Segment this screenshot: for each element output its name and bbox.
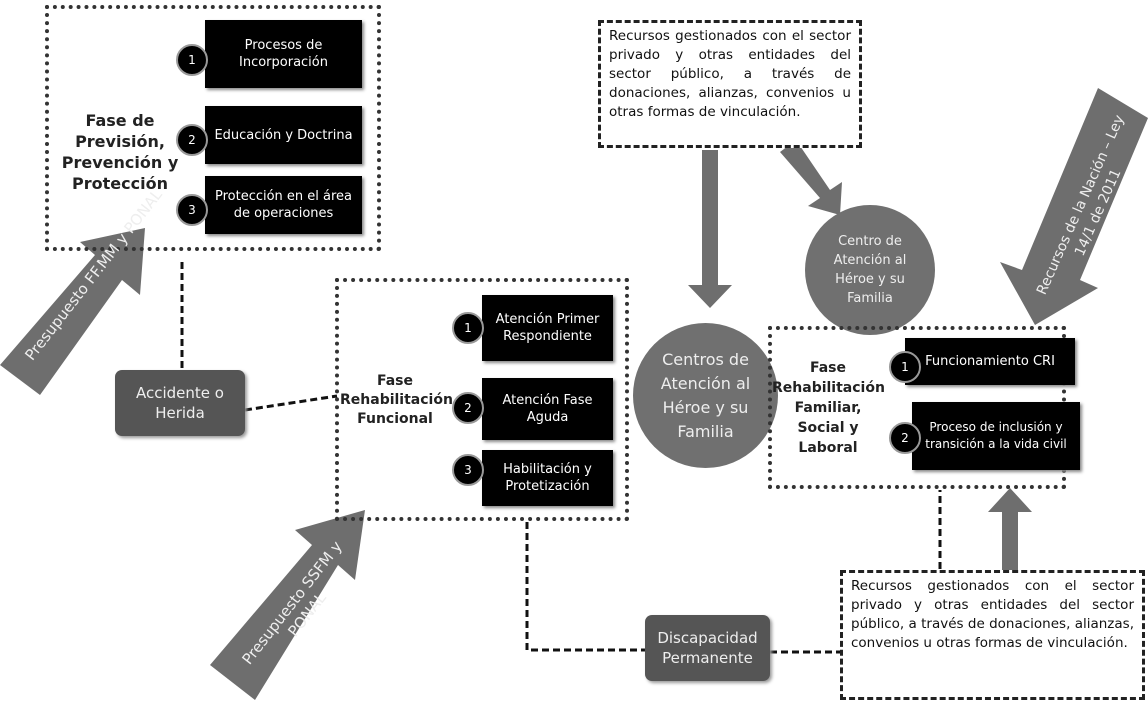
phase-prevision-label: Fase de Previsión, Prevención y Protecci… xyxy=(61,111,179,193)
number-badge: 1 xyxy=(452,312,484,344)
accidente-box: Accidente o Herida xyxy=(115,370,245,436)
arrow-ffmm xyxy=(0,228,145,395)
number-badge: 3 xyxy=(176,194,208,226)
arrow-up-familiar xyxy=(988,488,1032,580)
number-badge: 2 xyxy=(889,422,921,454)
phase-funcional-label: Fase Rehabilitación Funcional xyxy=(340,373,453,427)
number-badge: 3 xyxy=(452,454,484,486)
centro-circle: Centro de Atención al Héroe y su Familia xyxy=(805,205,935,335)
phase-familiar-label: Fase Rehabilitación Familiar, Social y L… xyxy=(772,360,885,456)
item-proteccion: Protección en el área de operaciones xyxy=(205,176,362,234)
phase-funcional-box xyxy=(335,278,629,521)
item-primer-respondiente: Atención Primer Respondiente xyxy=(482,295,613,361)
item-fase-aguda: Atención Fase Aguda xyxy=(482,378,613,440)
number-badge: 1 xyxy=(176,44,208,76)
item-cri: Funcionamiento CRI xyxy=(905,338,1075,385)
centros-circle: Centros de Atención al Héroe y su Famili… xyxy=(633,323,778,468)
item-protetizacion: Habilitación y Protetización xyxy=(482,450,613,506)
line-funcional-discapacidad xyxy=(525,522,645,652)
phase-prevision-box xyxy=(45,5,381,251)
number-badge: 1 xyxy=(889,351,921,383)
arrow-down-centros xyxy=(688,150,732,308)
item-incorporacion: Procesos de Incorporación xyxy=(205,20,362,88)
line-accidente-funcional xyxy=(244,394,338,412)
discapacidad-box: Discapacidad Permanente xyxy=(645,615,770,681)
arrow-diag-centro xyxy=(780,140,842,215)
number-badge: 2 xyxy=(176,124,208,156)
note-top: Recursos gestionados con el sector priva… xyxy=(598,20,862,148)
number-badge: 2 xyxy=(452,392,484,424)
arrow-ssfm xyxy=(210,510,365,700)
arrow-nacion xyxy=(1000,88,1148,325)
note-bottom: Recursos gestionados con el sector priva… xyxy=(840,570,1145,700)
item-inclusion: Proceso de inclusión y transición a la v… xyxy=(912,402,1080,470)
item-educacion: Educación y Doctrina xyxy=(205,106,362,164)
